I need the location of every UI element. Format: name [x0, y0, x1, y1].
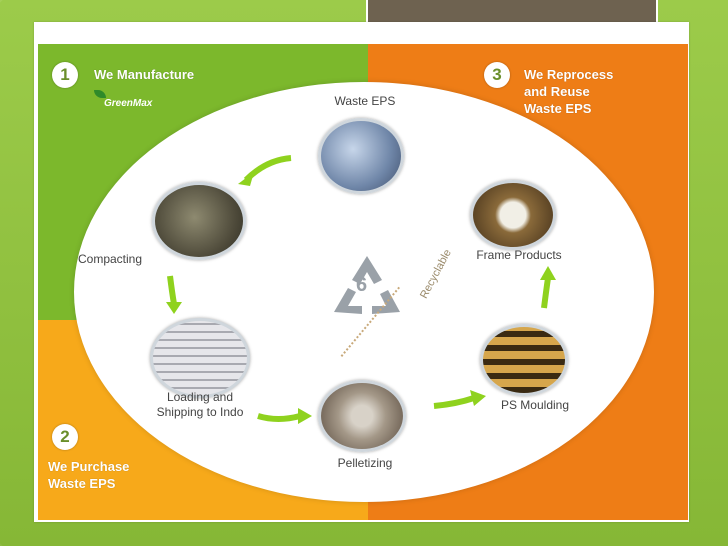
waste-eps-label: Waste EPS	[300, 94, 430, 109]
compacting-photo	[152, 182, 246, 260]
step3-line2: and Reuse	[524, 83, 613, 100]
step2-badge: 2	[52, 424, 78, 450]
pelletizing-photo	[318, 380, 406, 452]
arrow-waste-to-compacting	[236, 150, 296, 190]
ps-moulding-label: PS Moulding	[470, 398, 600, 413]
step3-line3: Waste EPS	[524, 100, 613, 117]
arrow-pelletizing-to-moulding	[428, 386, 488, 416]
arrow-compacting-to-loading	[158, 272, 188, 316]
step2-line2: Waste EPS	[48, 475, 129, 492]
step3-badge: 3	[484, 62, 510, 88]
waste-eps-photo	[318, 118, 404, 194]
step1-badge: 1	[52, 62, 78, 88]
pelletizing-label: Pelletizing	[300, 456, 430, 471]
compacting-label: Compacting	[78, 252, 198, 267]
ps-moulding-photo	[480, 324, 568, 396]
step2-line1: We Purchase	[48, 458, 129, 475]
loading-photo	[150, 318, 250, 398]
loading-line1: Loading and	[130, 390, 270, 405]
arrow-moulding-to-frame	[530, 264, 564, 312]
step3-line1: We Reprocess	[524, 66, 613, 83]
arrow-loading-to-pelletizing	[254, 402, 314, 430]
loading-label: Loading and Shipping to Indo	[130, 390, 270, 420]
step3-label: We Reprocess and Reuse Waste EPS	[524, 66, 613, 117]
loading-line2: Shipping to Indo	[130, 405, 270, 420]
step2-label: We Purchase Waste EPS	[48, 458, 129, 492]
greenmax-logo: GreenMax	[104, 98, 152, 109]
step1-label: We Manufacture	[94, 66, 194, 83]
frame-products-label: Frame Products	[444, 248, 594, 263]
recycle-number: 6	[356, 274, 367, 297]
frame-products-photo	[470, 180, 556, 250]
